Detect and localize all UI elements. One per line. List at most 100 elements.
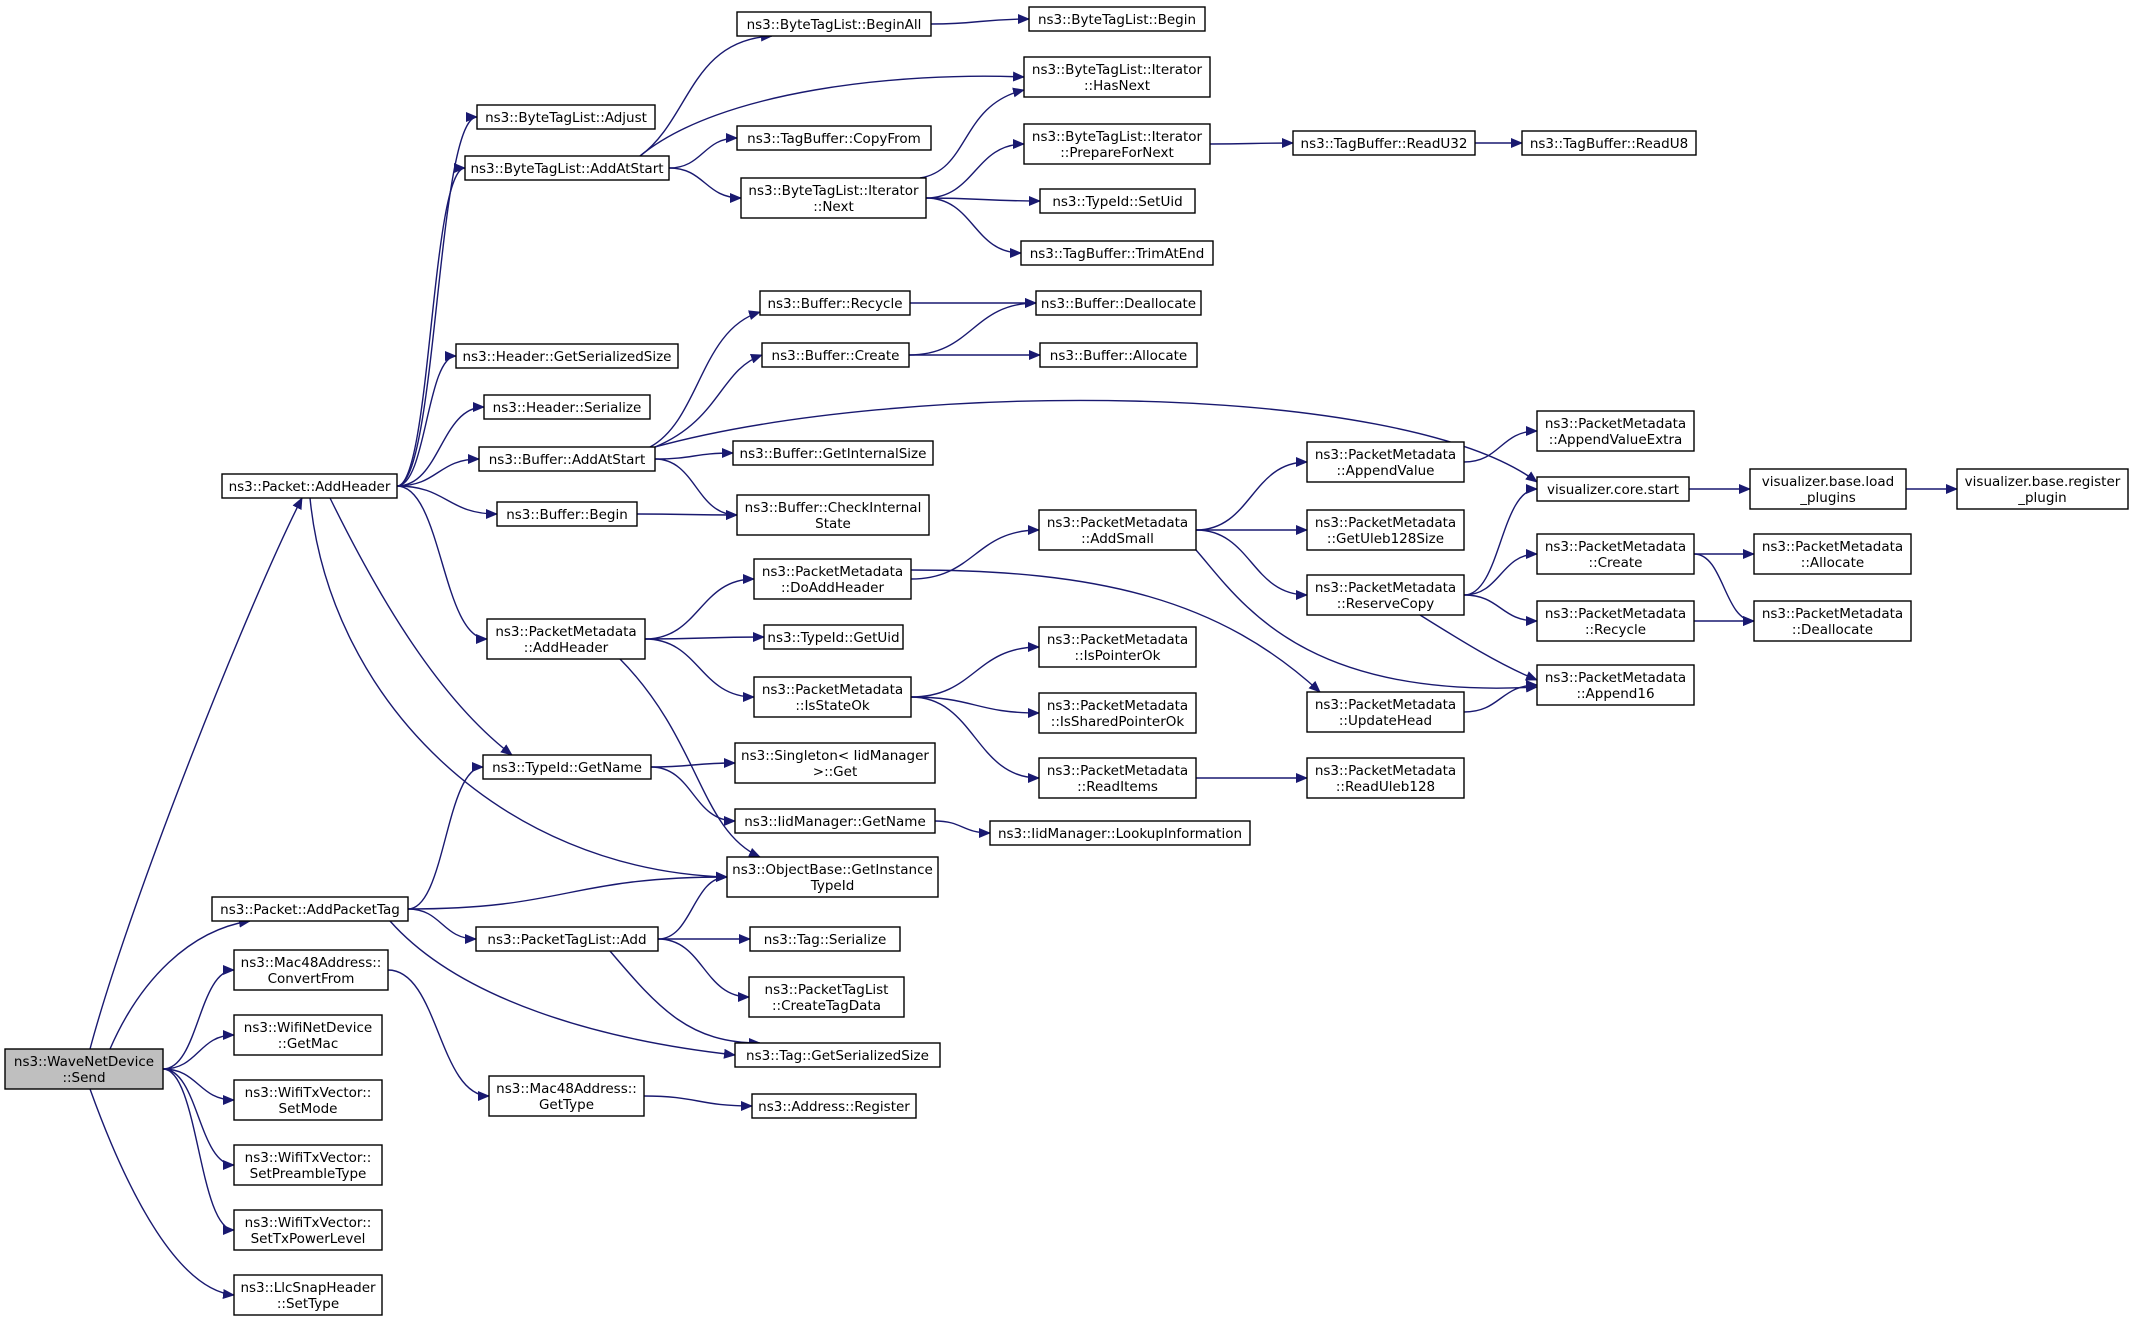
function-node[interactable]: ns3::TypeId::SetUid (1039, 188, 1196, 214)
function-node[interactable]: ns3::PacketMetadata::IsSharedPointerOk (1038, 692, 1197, 734)
function-node[interactable]: ns3::ByteTagList::Iterator::PrepareForNe… (1023, 123, 1211, 165)
function-node[interactable]: ns3::PacketMetadata::ReadItems (1038, 757, 1197, 799)
function-node[interactable]: ns3::ByteTagList::Adjust (476, 104, 656, 130)
function-node[interactable]: ns3::WifiTxVector::SetPreambleType (233, 1144, 383, 1186)
node-label: ns3::TagBuffer::TrimAtEnd (1030, 246, 1205, 262)
function-node[interactable]: ns3::TypeId::GetUid (763, 624, 904, 650)
call-edge (89, 497, 303, 1050)
function-node[interactable]: ns3::Header::Serialize (483, 394, 651, 420)
call-edge (1209, 138, 1294, 149)
function-node[interactable]: ns3::TagBuffer::CopyFrom (736, 125, 932, 151)
function-node[interactable]: ns3::Packet::AddPacketTag (211, 896, 409, 922)
function-node[interactable]: ns3::PacketMetadata::ReadUleb128 (1306, 757, 1465, 799)
function-node[interactable]: ns3::PacketMetadata::AppendValue (1306, 441, 1465, 483)
function-node[interactable]: ns3::TagBuffer::ReadU32 (1292, 130, 1476, 156)
function-node[interactable]: ns3::ByteTagList::Begin (1028, 6, 1206, 32)
function-node[interactable]: ns3::PacketMetadata::AddHeader (486, 618, 646, 660)
node-box (1749, 468, 1907, 510)
function-node[interactable]: ns3::Buffer::Begin (496, 501, 638, 527)
function-node[interactable]: ns3::IidManager::GetName (734, 808, 936, 834)
function-node[interactable]: ns3::PacketTagList::Add (475, 926, 659, 952)
node-label: ns3::Packet::AddHeader (229, 479, 391, 495)
function-node[interactable]: ns3::Address::Register (751, 1093, 917, 1119)
node-label: ns3::PacketMetadata (1315, 697, 1456, 713)
call-edge (1463, 549, 1538, 596)
call-edge (387, 969, 490, 1101)
node-label: ns3::ByteTagList::Iterator (1032, 62, 1203, 78)
function-node[interactable]: ns3::WifiTxVector::SetMode (233, 1079, 383, 1121)
function-node[interactable]: ns3::WifiTxVector::SetTxPowerLevel (233, 1209, 383, 1251)
function-node[interactable]: ns3::Tag::Serialize (749, 926, 901, 952)
function-node[interactable]: ns3::Singleton< IidManager>::Get (734, 742, 936, 784)
function-node[interactable]: ns3::PacketMetadata::UpdateHead (1306, 691, 1465, 733)
function-node[interactable]: ns3::PacketTagList::CreateTagData (748, 976, 905, 1018)
node-label: ns3::PacketTagList::Add (487, 932, 646, 948)
function-node[interactable]: ns3::PacketMetadata::Allocate (1753, 533, 1912, 575)
function-node[interactable]: ns3::Buffer::Deallocate (1035, 290, 1202, 316)
node-label: ns3::TypeId::GetUid (767, 630, 899, 646)
node-label: ns3::ByteTagList::BeginAll (747, 17, 922, 33)
node-label: ::AppendValue (1337, 463, 1435, 479)
function-node[interactable]: ns3::Header::GetSerializedSize (455, 343, 679, 369)
node-label: ns3::WifiTxVector:: (245, 1150, 372, 1166)
function-node[interactable]: ns3::PacketMetadata::IsStateOk (753, 676, 912, 718)
node-label: ns3::Address::Register (758, 1099, 910, 1115)
node-label: ns3::Packet::AddPacketTag (220, 902, 400, 918)
node-label: ::CreateTagData (772, 998, 881, 1014)
function-node[interactable]: ns3::PacketMetadata::Append16 (1536, 664, 1695, 706)
function-node[interactable]: visualizer.base.register_plugin (1956, 468, 2129, 510)
function-node[interactable]: ns3::Tag::GetSerializedSize (734, 1042, 941, 1068)
function-node[interactable]: ns3::Buffer::Recycle (759, 290, 911, 316)
call-edge (934, 820, 991, 838)
function-node[interactable]: ns3::PacketMetadata::Deallocate (1753, 600, 1912, 642)
function-node[interactable]: ns3::ByteTagList::Iterator::HasNext (1023, 56, 1211, 98)
function-node[interactable]: visualizer.base.load_plugins (1749, 468, 1907, 510)
root-function-node[interactable]: ns3::WaveNetDevice::Send (4, 1048, 164, 1090)
function-node[interactable]: ns3::PacketMetadata::AppendValueExtra (1536, 410, 1695, 452)
call-edge (407, 762, 484, 910)
function-node[interactable]: ns3::PacketMetadata::Create (1536, 533, 1695, 575)
function-node[interactable]: ns3::PacketMetadata::AddSmall (1038, 509, 1197, 551)
function-node[interactable]: ns3::Packet::AddHeader (221, 473, 398, 499)
node-label: ns3::PacketMetadata (762, 564, 903, 580)
function-node[interactable]: ns3::Mac48Address::ConvertFrom (233, 949, 389, 991)
node-label: ns3::Buffer::Deallocate (1041, 296, 1196, 312)
function-node[interactable]: ns3::Buffer::Create (761, 342, 910, 368)
function-node[interactable]: ns3::Buffer::Allocate (1039, 342, 1198, 368)
node-label: ::Recycle (1585, 622, 1646, 638)
call-edge (910, 696, 1040, 718)
call-edge (396, 485, 488, 644)
function-node[interactable]: ns3::ByteTagList::Iterator::Next (740, 177, 927, 219)
function-node[interactable]: visualizer.core.start (1536, 476, 1690, 502)
function-node[interactable]: ns3::WifiNetDevice::GetMac (233, 1014, 383, 1056)
node-label: ::IsStateOk (795, 698, 869, 714)
node-label: ns3::PacketTagList (765, 982, 889, 998)
node-box (749, 926, 901, 952)
node-label: ns3::ObjectBase::GetInstance (732, 862, 933, 878)
function-node[interactable]: ns3::Buffer::AddAtStart (478, 446, 656, 472)
node-label: ::DoAddHeader (781, 580, 884, 596)
node-box (1753, 600, 1912, 642)
function-node[interactable]: ns3::Buffer::GetInternalSize (732, 440, 934, 466)
node-label: ns3::WifiTxVector:: (245, 1085, 372, 1101)
function-node[interactable]: ns3::PacketMetadata::DoAddHeader (753, 558, 912, 600)
function-node[interactable]: ns3::TagBuffer::ReadU8 (1521, 130, 1697, 156)
node-box (1038, 626, 1197, 668)
node-label: ns3::PacketMetadata (1762, 539, 1903, 555)
function-node[interactable]: ns3::TagBuffer::TrimAtEnd (1020, 240, 1214, 266)
function-node[interactable]: ns3::TypeId::GetName (482, 754, 652, 780)
function-node[interactable]: ns3::PacketMetadata::IsPointerOk (1038, 626, 1197, 668)
function-node[interactable]: ns3::Mac48Address::GetType (488, 1075, 645, 1117)
function-node[interactable]: ns3::LlcSnapHeader::SetType (233, 1274, 383, 1316)
function-node[interactable]: ns3::PacketMetadata::GetUleb128Size (1306, 509, 1465, 551)
node-box (759, 290, 911, 316)
node-label: ns3::PacketMetadata (1545, 416, 1686, 432)
function-node[interactable]: ns3::IidManager::LookupInformation (989, 820, 1251, 846)
function-node[interactable]: ns3::ByteTagList::AddAtStart (464, 155, 670, 181)
function-node[interactable]: ns3::PacketMetadata::ReserveCopy (1306, 574, 1465, 616)
function-node[interactable]: ns3::PacketMetadata::Recycle (1536, 600, 1695, 642)
node-label: ns3::PacketMetadata (495, 624, 636, 640)
function-node[interactable]: ns3::ByteTagList::BeginAll (736, 11, 932, 37)
